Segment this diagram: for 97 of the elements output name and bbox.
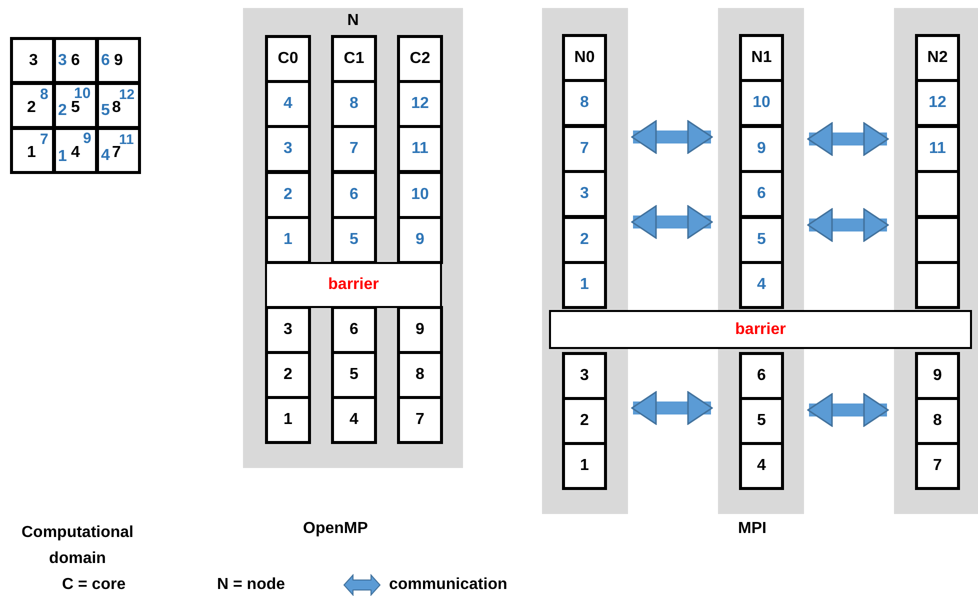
column-header: C1	[331, 35, 377, 83]
step-number: 4	[101, 147, 110, 165]
grid-cell	[96, 82, 141, 129]
step-number: 11	[119, 130, 134, 147]
grid-cell	[10, 82, 55, 129]
work-cell: 9	[397, 306, 443, 354]
barrier-bar: barrier	[265, 262, 442, 308]
work-cell: 11	[397, 125, 443, 173]
section-caption: Computational domain	[20, 523, 134, 569]
grid-cell	[96, 37, 141, 84]
column-header: N1	[739, 34, 784, 82]
column-header: N0	[562, 34, 607, 82]
work-cell: 6	[331, 306, 377, 354]
work-cell: 2	[562, 397, 607, 445]
grid-cell	[53, 82, 98, 129]
step-number: 6	[101, 52, 110, 70]
work-cell: 8	[562, 79, 607, 127]
double-arrow	[631, 205, 713, 239]
cell-number: 9	[114, 52, 123, 70]
cell-number: 3	[29, 52, 38, 70]
work-cell: 10	[739, 79, 784, 127]
node-band	[718, 8, 804, 514]
step-number: 10	[74, 85, 91, 102]
work-cell: 5	[739, 216, 784, 264]
double-arrow	[807, 122, 889, 156]
work-cell: 4	[739, 261, 784, 309]
step-number: 1	[58, 148, 67, 166]
step-number: 5	[101, 102, 110, 120]
double-arrow	[807, 208, 889, 242]
step-number: 9	[83, 130, 92, 148]
work-cell: 5	[739, 397, 784, 445]
work-cell: 6	[739, 170, 784, 218]
work-cell: 3	[562, 170, 607, 218]
step-number: 12	[119, 85, 135, 102]
grid-cell	[10, 127, 55, 174]
work-cell: 1	[265, 396, 311, 444]
work-cell: 12	[397, 80, 443, 128]
work-cell: 9	[915, 352, 960, 400]
work-cell: 8	[331, 80, 377, 128]
barrier-bar: barrier	[549, 310, 972, 349]
work-cell: 3	[265, 306, 311, 354]
work-cell: 8	[915, 397, 960, 445]
section-caption: MPI	[738, 520, 766, 538]
work-cell: 3	[562, 352, 607, 400]
step-number: 3	[58, 52, 67, 70]
cell-number: 8	[112, 99, 121, 117]
column-header: N2	[915, 34, 960, 82]
work-cell: 7	[397, 396, 443, 444]
column-header: C2	[397, 35, 443, 83]
work-cell: 2	[265, 351, 311, 399]
work-cell: 10	[397, 171, 443, 219]
work-cell: 2	[562, 216, 607, 264]
work-cell: 9	[397, 216, 443, 264]
work-cell: 2	[265, 171, 311, 219]
step-number: 7	[40, 131, 48, 149]
step-number: 2	[58, 102, 67, 120]
cell-number: 7	[112, 144, 121, 162]
cell-number: 6	[71, 52, 80, 70]
cell-number: 4	[71, 144, 80, 162]
node-band	[894, 8, 978, 514]
work-cell: 7	[915, 442, 960, 490]
grid-cell	[53, 127, 98, 174]
work-cell: 1	[265, 216, 311, 264]
cell-number: 1	[27, 144, 36, 162]
grid-cell	[96, 127, 141, 174]
work-cell: 6	[739, 352, 784, 400]
work-cell: 4	[265, 80, 311, 128]
work-cell: 4	[331, 396, 377, 444]
work-cell: 7	[331, 125, 377, 173]
node-panel	[243, 8, 463, 468]
work-cell: 7	[562, 125, 607, 173]
work-cell: 9	[739, 125, 784, 173]
abbreviation-note: C = core	[62, 576, 126, 594]
double-arrow	[631, 120, 713, 154]
panel-heading: N	[346, 12, 360, 30]
work-cell: 12	[915, 79, 960, 127]
double-arrow	[807, 393, 889, 427]
work-cell: 11	[915, 125, 960, 173]
work-cell: 4	[739, 442, 784, 490]
column-header: C0	[265, 35, 311, 83]
legend-label: communication	[389, 576, 508, 594]
work-cell: 3	[265, 125, 311, 173]
work-cell: 1	[562, 261, 607, 309]
work-cell: 5	[331, 216, 377, 264]
grid-cell	[10, 37, 55, 84]
double-arrow	[631, 391, 713, 425]
work-cell: 6	[331, 171, 377, 219]
abbreviation-note: N = node	[217, 576, 286, 594]
section-caption: OpenMP	[303, 520, 368, 538]
work-cell: 5	[331, 351, 377, 399]
grid-cell	[53, 37, 98, 84]
step-number: 8	[40, 86, 48, 104]
node-band	[542, 8, 628, 514]
work-cell: 8	[397, 351, 443, 399]
work-cell: 1	[562, 442, 607, 490]
cell-number: 2	[27, 99, 36, 117]
cell-number: 5	[71, 99, 80, 117]
